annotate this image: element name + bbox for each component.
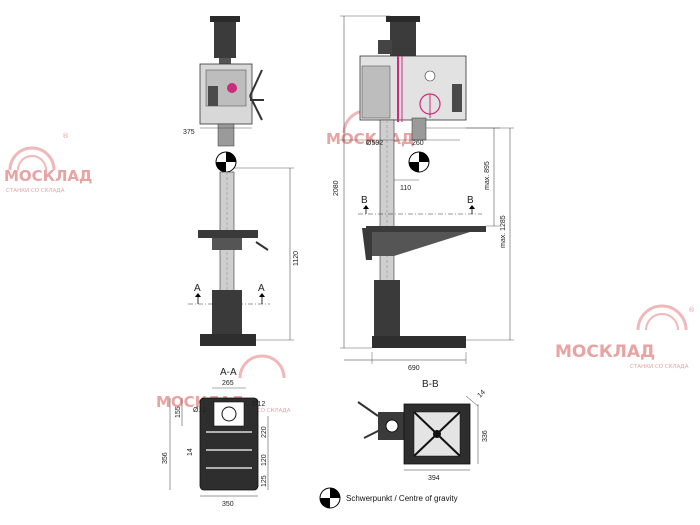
dim-350: 350 <box>222 501 234 508</box>
dim-375: 375 <box>183 129 195 136</box>
dim-592: Ø592 <box>366 140 383 147</box>
dim-690: 690 <box>408 365 420 372</box>
dim-110: 110 <box>400 185 411 192</box>
work-table <box>366 226 486 232</box>
watermark-right: МОСКЛАД СТАНКИ СО СКЛАДА ® <box>555 304 695 370</box>
table-bracket <box>212 238 242 250</box>
motor <box>214 18 236 58</box>
dim-14: 14 <box>187 448 194 456</box>
watermark-left: МОСКЛАД СТАНКИ СО СКЛАДА ® <box>4 132 92 194</box>
dim-356: 356 <box>162 452 169 464</box>
dim-155: 155 <box>175 406 182 418</box>
motor-cap <box>386 16 420 22</box>
front-view: 375 1120 A A <box>183 16 300 346</box>
watermark-tagline: СТАНКИ СО СКЛАДА <box>6 188 65 194</box>
motor <box>390 18 416 58</box>
dim-12-left: Ø12 <box>193 407 206 414</box>
dim-220: 220 <box>261 426 268 438</box>
side-view: Ø592 260 110 2080 max. 895 max. 1285 690… <box>333 15 514 372</box>
motor-junction <box>378 40 392 54</box>
column-collar <box>374 280 400 336</box>
dim-max-1285: max. 1285 <box>500 215 507 248</box>
dim-336: 336 <box>482 430 489 442</box>
dim-120: 120 <box>261 454 268 466</box>
watermark-brand: МОСКЛАД <box>555 342 655 362</box>
table-support <box>372 232 470 256</box>
spindle <box>411 117 427 141</box>
head-knob <box>227 83 237 93</box>
gear-logo-icon <box>8 146 56 171</box>
section-aa-title: A-A <box>220 367 237 378</box>
section-mark-a-right: A <box>258 283 265 294</box>
dim-265: 265 <box>222 380 234 387</box>
dim-2080: 2080 <box>333 180 340 196</box>
watermark-tagline: СТАНКИ СО СКЛАДА <box>232 408 291 414</box>
table-arm <box>362 228 372 260</box>
watermark-tagline: СТАНКИ СО СКЛАДА <box>630 364 689 370</box>
spindle <box>217 123 235 147</box>
gauge <box>424 70 436 82</box>
dim-12-right: Ø12 <box>252 401 265 408</box>
dim-125: 125 <box>261 475 268 487</box>
watermark-registered-mark: ® <box>688 306 695 314</box>
dim-max-895: max. 895 <box>484 161 491 190</box>
column-seat <box>213 401 245 427</box>
section-mark-a-left: A <box>194 283 201 294</box>
base-plate <box>200 334 256 346</box>
watermark-brand: МОСКЛАД <box>4 167 92 185</box>
gear-logo-icon <box>238 354 286 379</box>
head-side-panel <box>361 65 391 119</box>
legend: Schwerpunkt / Centre of gravity <box>319 487 458 509</box>
feed-lever <box>249 69 263 97</box>
base-plate <box>372 336 466 348</box>
section-mark-b-right: B <box>467 195 474 206</box>
section-aa: A-A 265 Ø12 Ø12 155 356 14 220 120 125 3… <box>162 367 269 508</box>
column-collar <box>212 290 242 336</box>
section-mark-b-left: B <box>361 195 368 206</box>
section-bb-title: B-B <box>422 379 439 390</box>
head-switch <box>452 84 462 112</box>
centre-of-gravity-icon <box>319 487 341 509</box>
legend-label: Schwerpunkt / Centre of gravity <box>346 494 458 503</box>
dim-260: 260 <box>412 140 424 147</box>
section-bb: B-B 14 336 394 <box>357 379 489 482</box>
watermark-registered-mark: ® <box>62 132 69 140</box>
motor-cap <box>210 16 240 22</box>
motor-mount <box>219 58 231 66</box>
head-switch <box>208 86 218 106</box>
gear-logo-icon <box>636 304 688 331</box>
work-table <box>198 230 258 238</box>
dim-394: 394 <box>428 475 440 482</box>
dim-1120: 1120 <box>293 251 300 266</box>
dim-14-bb: 14 <box>476 389 487 400</box>
